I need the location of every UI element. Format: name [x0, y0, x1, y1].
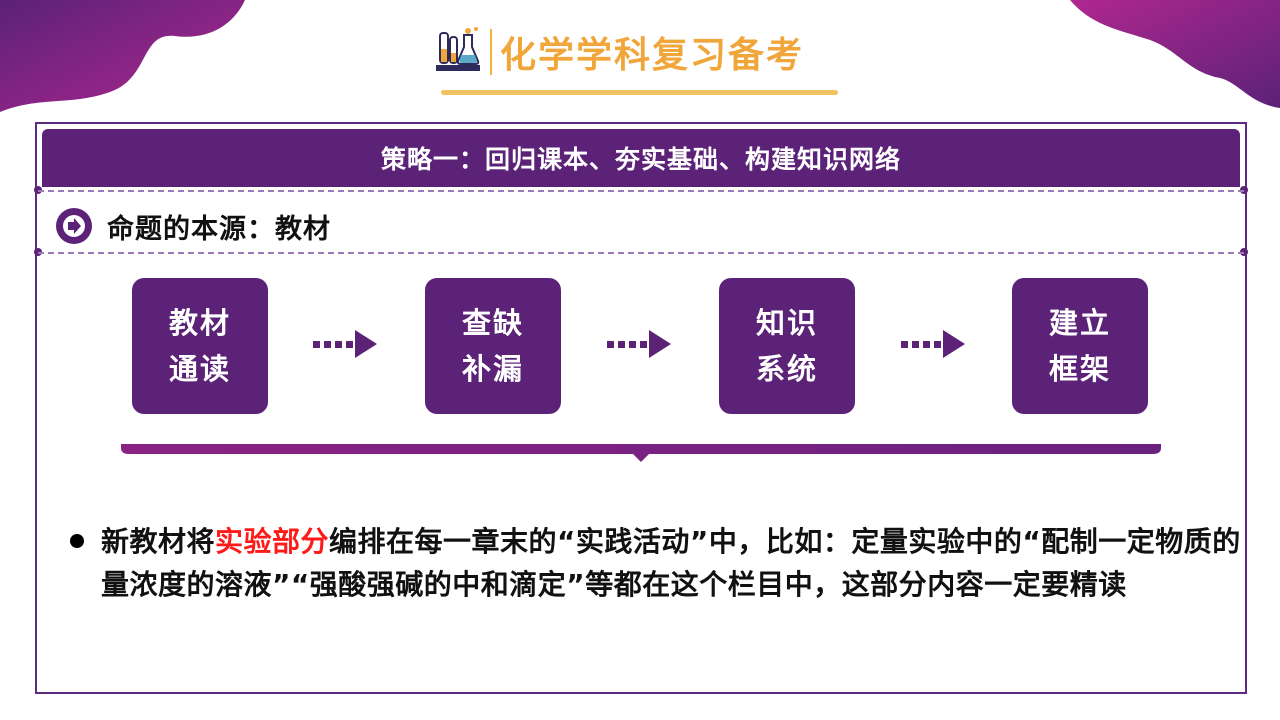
flow-step-line2: 系统	[755, 352, 818, 386]
header-underline	[441, 90, 838, 95]
flow-step-line2: 通读	[168, 352, 231, 386]
corner-blob-right	[1070, 0, 1280, 108]
bullet-paragraph: 新教材将实验部分编排在每一章末的“实践活动”中，比如：定量实验中的“配制一定物质…	[101, 520, 1241, 606]
flow-step-line1: 查缺	[461, 306, 524, 340]
banner-title: 策略一：回归课本、夯实基础、构建知识网络	[380, 145, 901, 174]
dashed-divider	[38, 252, 1244, 254]
dotted-arrow-right-icon	[901, 330, 965, 358]
page-header: 化学学科复习备考	[430, 22, 850, 82]
dotted-arrow-right-icon	[313, 330, 377, 358]
divider-dot	[1240, 186, 1248, 194]
flow-step-4: 建立 框架	[1012, 278, 1148, 414]
flow-step-line1: 教材	[168, 306, 231, 340]
paragraph-text-before: 新教材将	[101, 525, 216, 558]
flow-bracket	[121, 444, 1161, 462]
content-frame: 策略一：回归课本、夯实基础、构建知识网络 命题的本源：教材 教材 通读	[34, 122, 1248, 694]
flow-step-3: 知识 系统	[719, 278, 855, 414]
flow-step-2: 查缺 补漏	[425, 278, 561, 414]
bullet-point	[70, 534, 84, 548]
page-title: 化学学科复习备考	[500, 35, 805, 76]
paragraph-text-after: 编排在每一章末的“实践活动”中，比如：定量实验中的“配制一定物质的量浓度的溶液”…	[101, 525, 1241, 601]
chemistry-lab-icon	[436, 27, 480, 71]
divider-dot	[1240, 248, 1248, 256]
paragraph-highlight: 实验部分	[215, 525, 330, 558]
flow-step-line2: 框架	[1048, 352, 1111, 386]
flow-step-line1: 知识	[755, 306, 818, 340]
flow-step-1: 教材 通读	[132, 278, 268, 414]
strategy-banner: 策略一：回归课本、夯实基础、构建知识网络	[42, 129, 1240, 187]
arrow-right-circle-icon	[56, 208, 92, 244]
corner-blob-left	[0, 0, 245, 112]
header-separator	[490, 29, 492, 75]
dotted-arrow-right-icon	[607, 330, 671, 358]
dashed-divider	[38, 190, 1244, 192]
flow-step-line2: 补漏	[461, 352, 524, 386]
subheading: 命题的本源：教材	[55, 206, 331, 246]
subheading-text: 命题的本源：教材	[107, 213, 331, 245]
flow-step-line1: 建立	[1048, 306, 1111, 340]
